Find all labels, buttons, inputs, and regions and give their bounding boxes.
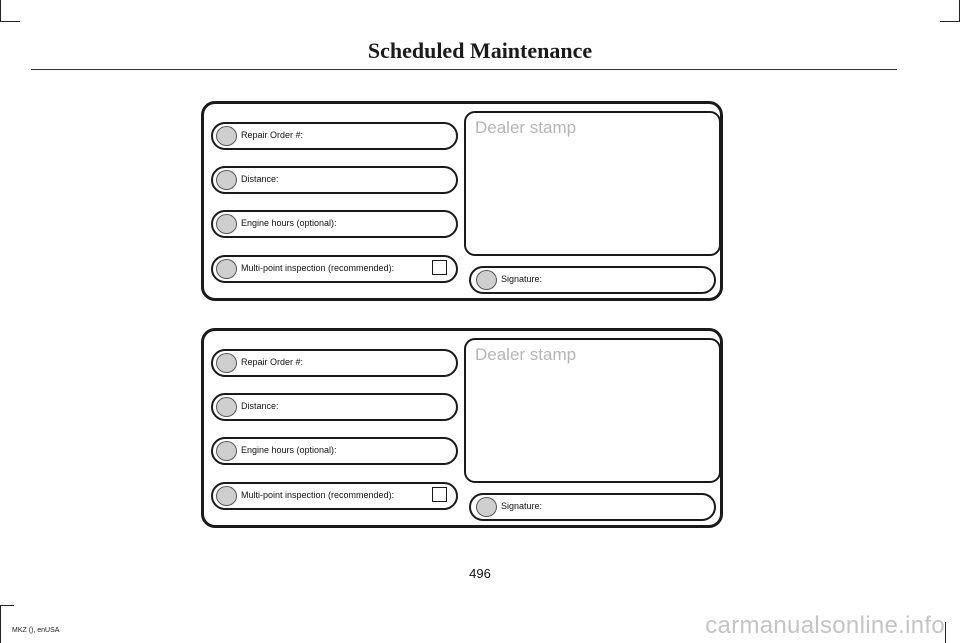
field-circle-icon [216, 214, 237, 234]
inspection-checkbox[interactable] [432, 260, 447, 275]
engine-hours-field[interactable]: Engine hours (optional): [211, 210, 458, 238]
dealer-stamp-label: Dealer stamp [475, 345, 577, 364]
distance-label: Distance: [241, 174, 279, 184]
field-circle-icon [216, 259, 237, 279]
field-circle-icon [216, 126, 237, 146]
repair-order-field[interactable]: Repair Order #: [211, 122, 458, 150]
maintenance-record-card-1: Repair Order #: Distance: Engine hours (… [201, 101, 723, 301]
inspection-label: Multi-point inspection (recommended): [241, 490, 395, 500]
signature-label: Signature: [501, 501, 543, 511]
repair-order-label: Repair Order #: [241, 357, 304, 367]
inspection-label: Multi-point inspection (recommended): [241, 263, 395, 273]
signature-field[interactable]: Signature: [469, 493, 716, 521]
signature-label: Signature: [501, 274, 543, 284]
field-circle-icon [216, 170, 237, 190]
distance-field[interactable]: Distance: [211, 393, 458, 421]
page-number: 496 [469, 566, 491, 581]
crop-mark-bottom-right-v [945, 622, 946, 643]
repair-order-label: Repair Order #: [241, 130, 304, 140]
crop-mark-bottom-left-h [0, 605, 14, 606]
dealer-stamp-label: Dealer stamp [475, 118, 577, 137]
distance-field[interactable]: Distance: [211, 166, 458, 194]
dealer-stamp-box: Dealer stamp [464, 111, 721, 256]
maintenance-record-card-2: Repair Order #: Distance: Engine hours (… [201, 328, 723, 528]
title-rule [31, 69, 897, 70]
inspection-checkbox[interactable] [432, 487, 447, 502]
field-circle-icon [216, 441, 237, 461]
field-circle-icon [476, 270, 497, 290]
page-title: Scheduled Maintenance [367, 38, 593, 63]
engine-hours-label: Engine hours (optional): [241, 445, 337, 455]
field-circle-icon [476, 497, 497, 517]
field-circle-icon [216, 353, 237, 373]
engine-hours-field[interactable]: Engine hours (optional): [211, 437, 458, 465]
watermark: carmanualsonline.info [705, 612, 945, 639]
crop-mark-top-left-v [0, 0, 1, 22]
field-circle-icon [216, 397, 237, 417]
field-circle-icon [216, 486, 237, 506]
footer-text: MKZ (), enUSA [12, 627, 60, 634]
crop-mark-top-right-h [940, 21, 960, 22]
signature-field[interactable]: Signature: [469, 266, 716, 294]
crop-mark-top-left-h [0, 21, 20, 22]
repair-order-field[interactable]: Repair Order #: [211, 349, 458, 377]
dealer-stamp-box: Dealer stamp [464, 338, 721, 483]
inspection-field: Multi-point inspection (recommended): [211, 482, 458, 510]
inspection-field: Multi-point inspection (recommended): [211, 255, 458, 283]
engine-hours-label: Engine hours (optional): [241, 218, 337, 228]
crop-mark-bottom-left-v [0, 605, 1, 643]
distance-label: Distance: [241, 401, 279, 411]
